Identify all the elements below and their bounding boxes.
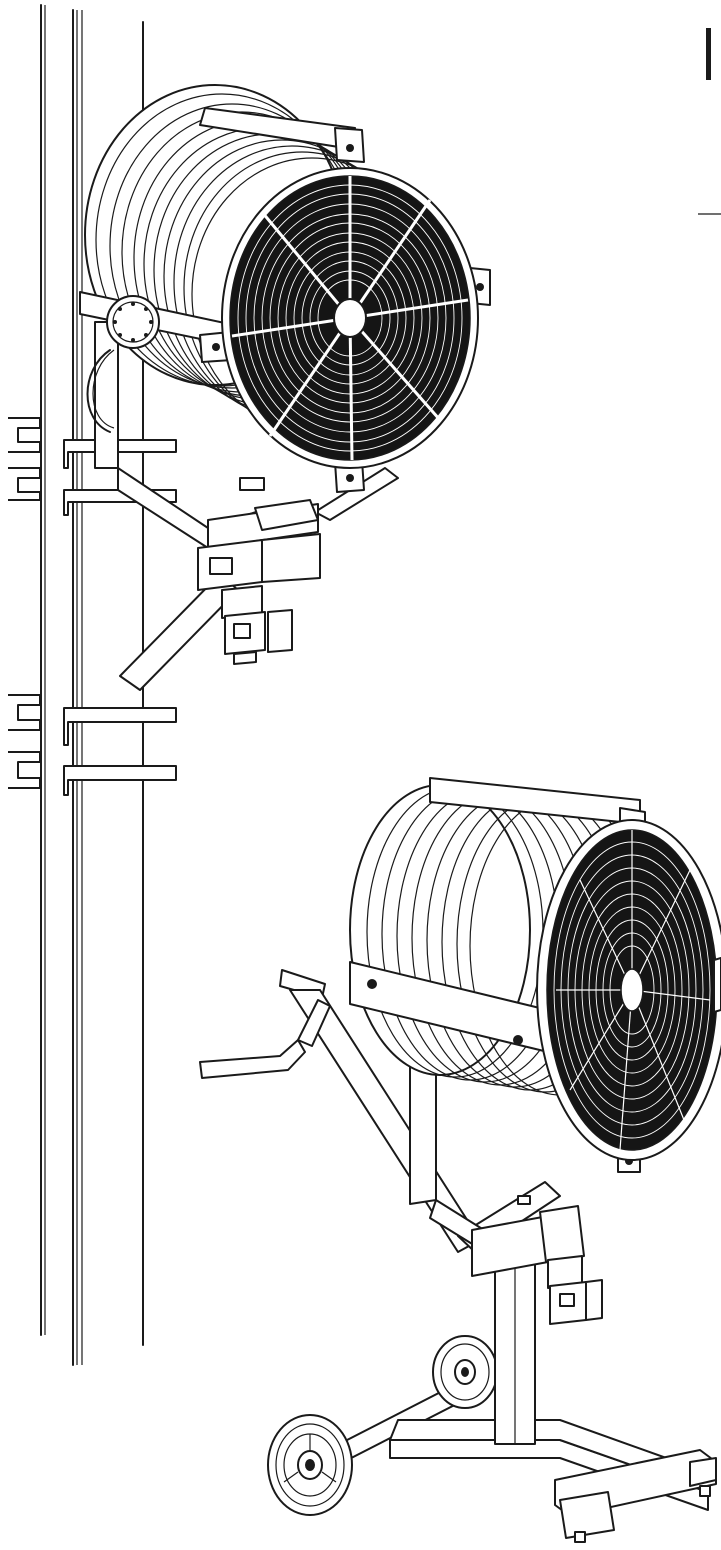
wall-fan-motor-box	[197, 477, 321, 665]
cart-fan-grille	[536, 819, 721, 1161]
cart-fan-gearbox	[471, 1195, 603, 1325]
page-marks	[698, 28, 721, 215]
cart-wheel-front	[267, 1414, 353, 1516]
wall-support-arm	[94, 321, 399, 691]
wall-fan-grille	[221, 167, 479, 469]
mobile-cart-fan	[199, 777, 721, 1543]
wall-bracket-channels	[8, 417, 177, 796]
wall-fan-tilt-disc	[106, 295, 160, 349]
page-mark-bar	[706, 28, 711, 80]
cart-wheel-rear	[432, 1335, 498, 1409]
wall-fan-cable	[86, 349, 111, 433]
wall-mounted-fan	[8, 84, 491, 796]
